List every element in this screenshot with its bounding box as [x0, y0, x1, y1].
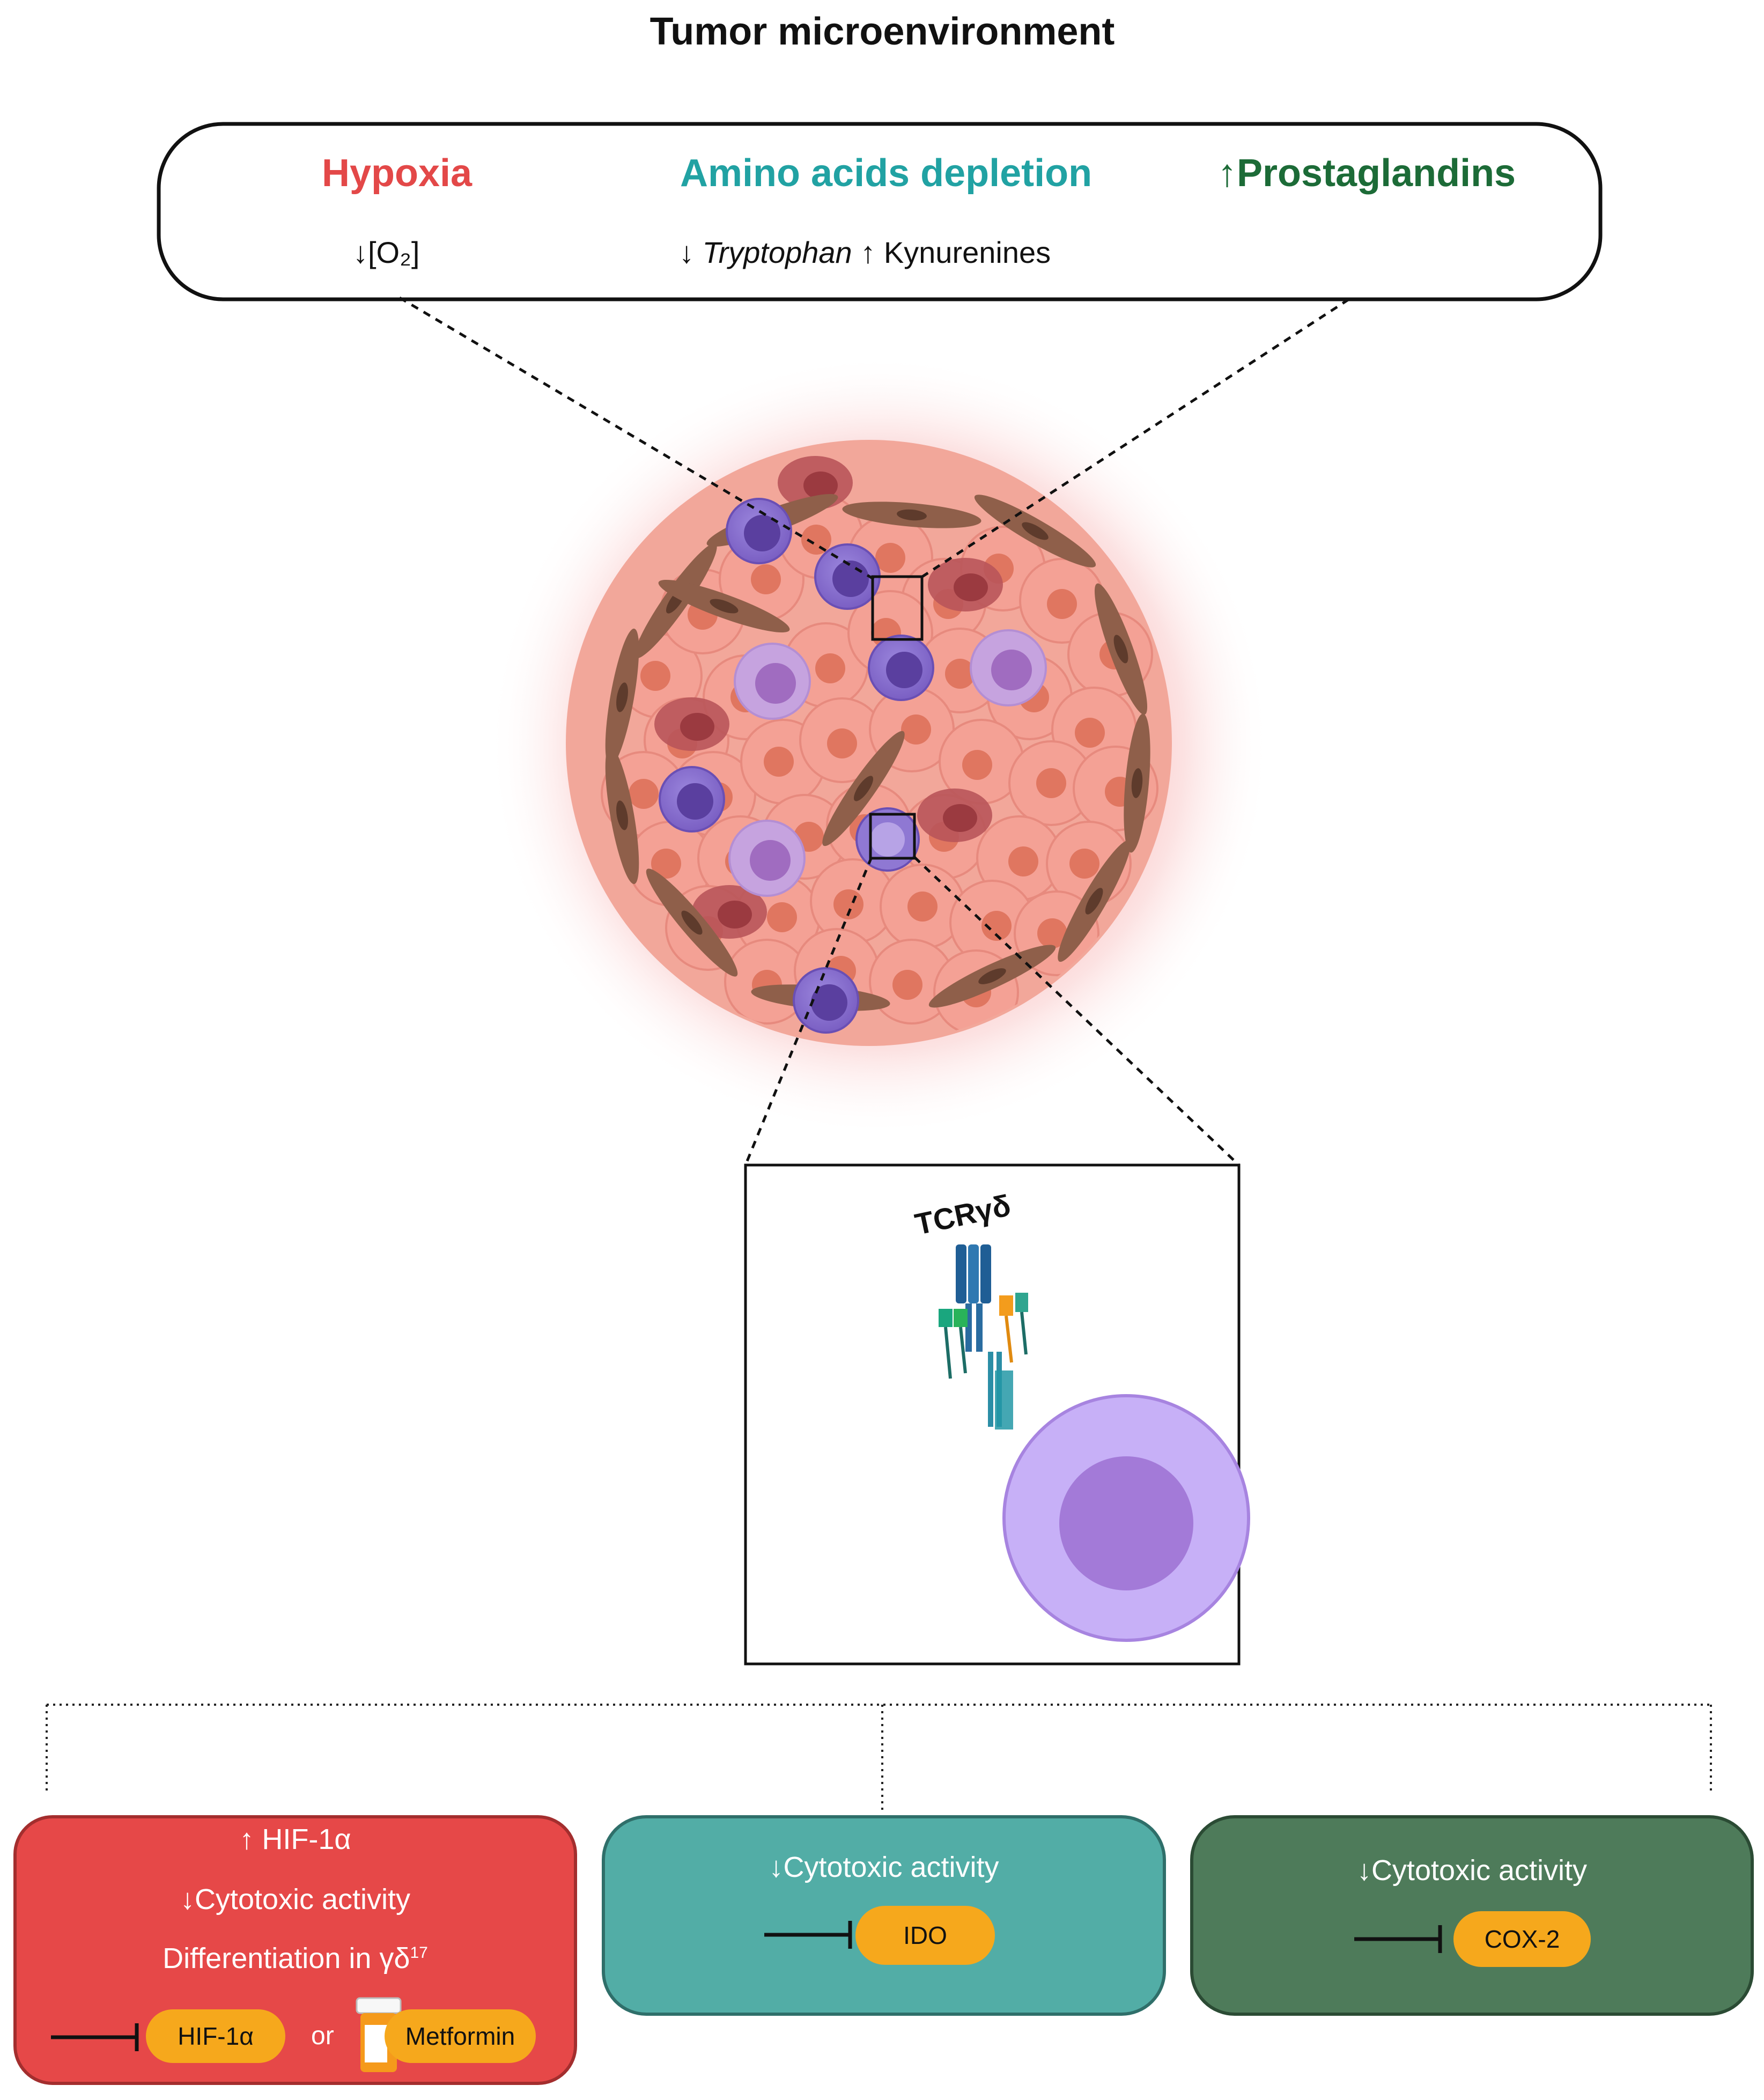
- factor-hypoxia-label: Hypoxia: [322, 152, 473, 195]
- metformin-pill: Metformin: [385, 2009, 536, 2063]
- ido-pill: IDO: [855, 1906, 995, 1965]
- up-arrow-icon: ↑: [1217, 152, 1237, 195]
- zoom-frame-bottom: [869, 813, 916, 860]
- cox2-pill: COX-2: [1453, 1911, 1591, 1967]
- effect-amino-acids-line1: ↓Cytotoxic activity: [769, 1851, 999, 1883]
- kynurenines-text: Kynurenines: [883, 235, 1051, 269]
- superscript-17: 17: [410, 1944, 428, 1962]
- tcr-label: TCRγδ: [912, 1188, 1014, 1242]
- zoom-frame-top: [871, 575, 924, 641]
- factor-amino-acids-label: Amino acids depletion: [680, 152, 1093, 195]
- or-text: or: [311, 2022, 334, 2050]
- effect-hypoxia-line3: Differentiation in γδ17: [15, 1942, 575, 1975]
- factors-box: [157, 122, 1603, 301]
- page-title: Tumor microenvironment: [649, 10, 1115, 53]
- factor-amino-acids-detail: ↓ Tryptophan ↑ Kynurenines: [679, 235, 1051, 270]
- distribution-bracket: [46, 1704, 1712, 1813]
- inhibition-arrow-icon: [1354, 1925, 1442, 1953]
- factor-prostaglandins-label: ↑Prostaglandins: [1217, 151, 1516, 195]
- effect-prostaglandins-line1: ↓Cytotoxic activity: [1356, 1854, 1588, 1887]
- tcr-receptor-icon: [939, 1244, 1028, 1430]
- inhibition-arrow-icon: [764, 1921, 852, 1949]
- effect-hypoxia-line1: ↑ HIF-1α: [239, 1823, 351, 1855]
- inhibition-arrow-icon: [51, 2023, 139, 2051]
- connector-line: [913, 856, 1240, 1166]
- tryptophan-text: Tryptophan: [702, 235, 852, 269]
- down-arrow-icon: ↓: [353, 235, 368, 269]
- factor-hypoxia-detail: ↓[O₂]: [353, 235, 419, 270]
- factor-prostaglandins-text: Prostaglandins: [1237, 152, 1516, 195]
- connector-line: [919, 298, 1350, 580]
- down-arrow-icon: ↓: [679, 235, 694, 269]
- up-arrow-icon: ↑: [860, 235, 876, 269]
- differentiation-text: Differentiation in γδ: [163, 1942, 410, 1974]
- effect-hypoxia-line2: ↓Cytotoxic activity: [180, 1883, 411, 1915]
- gamma-delta-t-cell: [1002, 1394, 1250, 1642]
- hif1a-pill: HIF-1α: [146, 2009, 285, 2063]
- tumor-mass: [566, 440, 1172, 1046]
- oxygen-detail: [O₂]: [368, 235, 420, 269]
